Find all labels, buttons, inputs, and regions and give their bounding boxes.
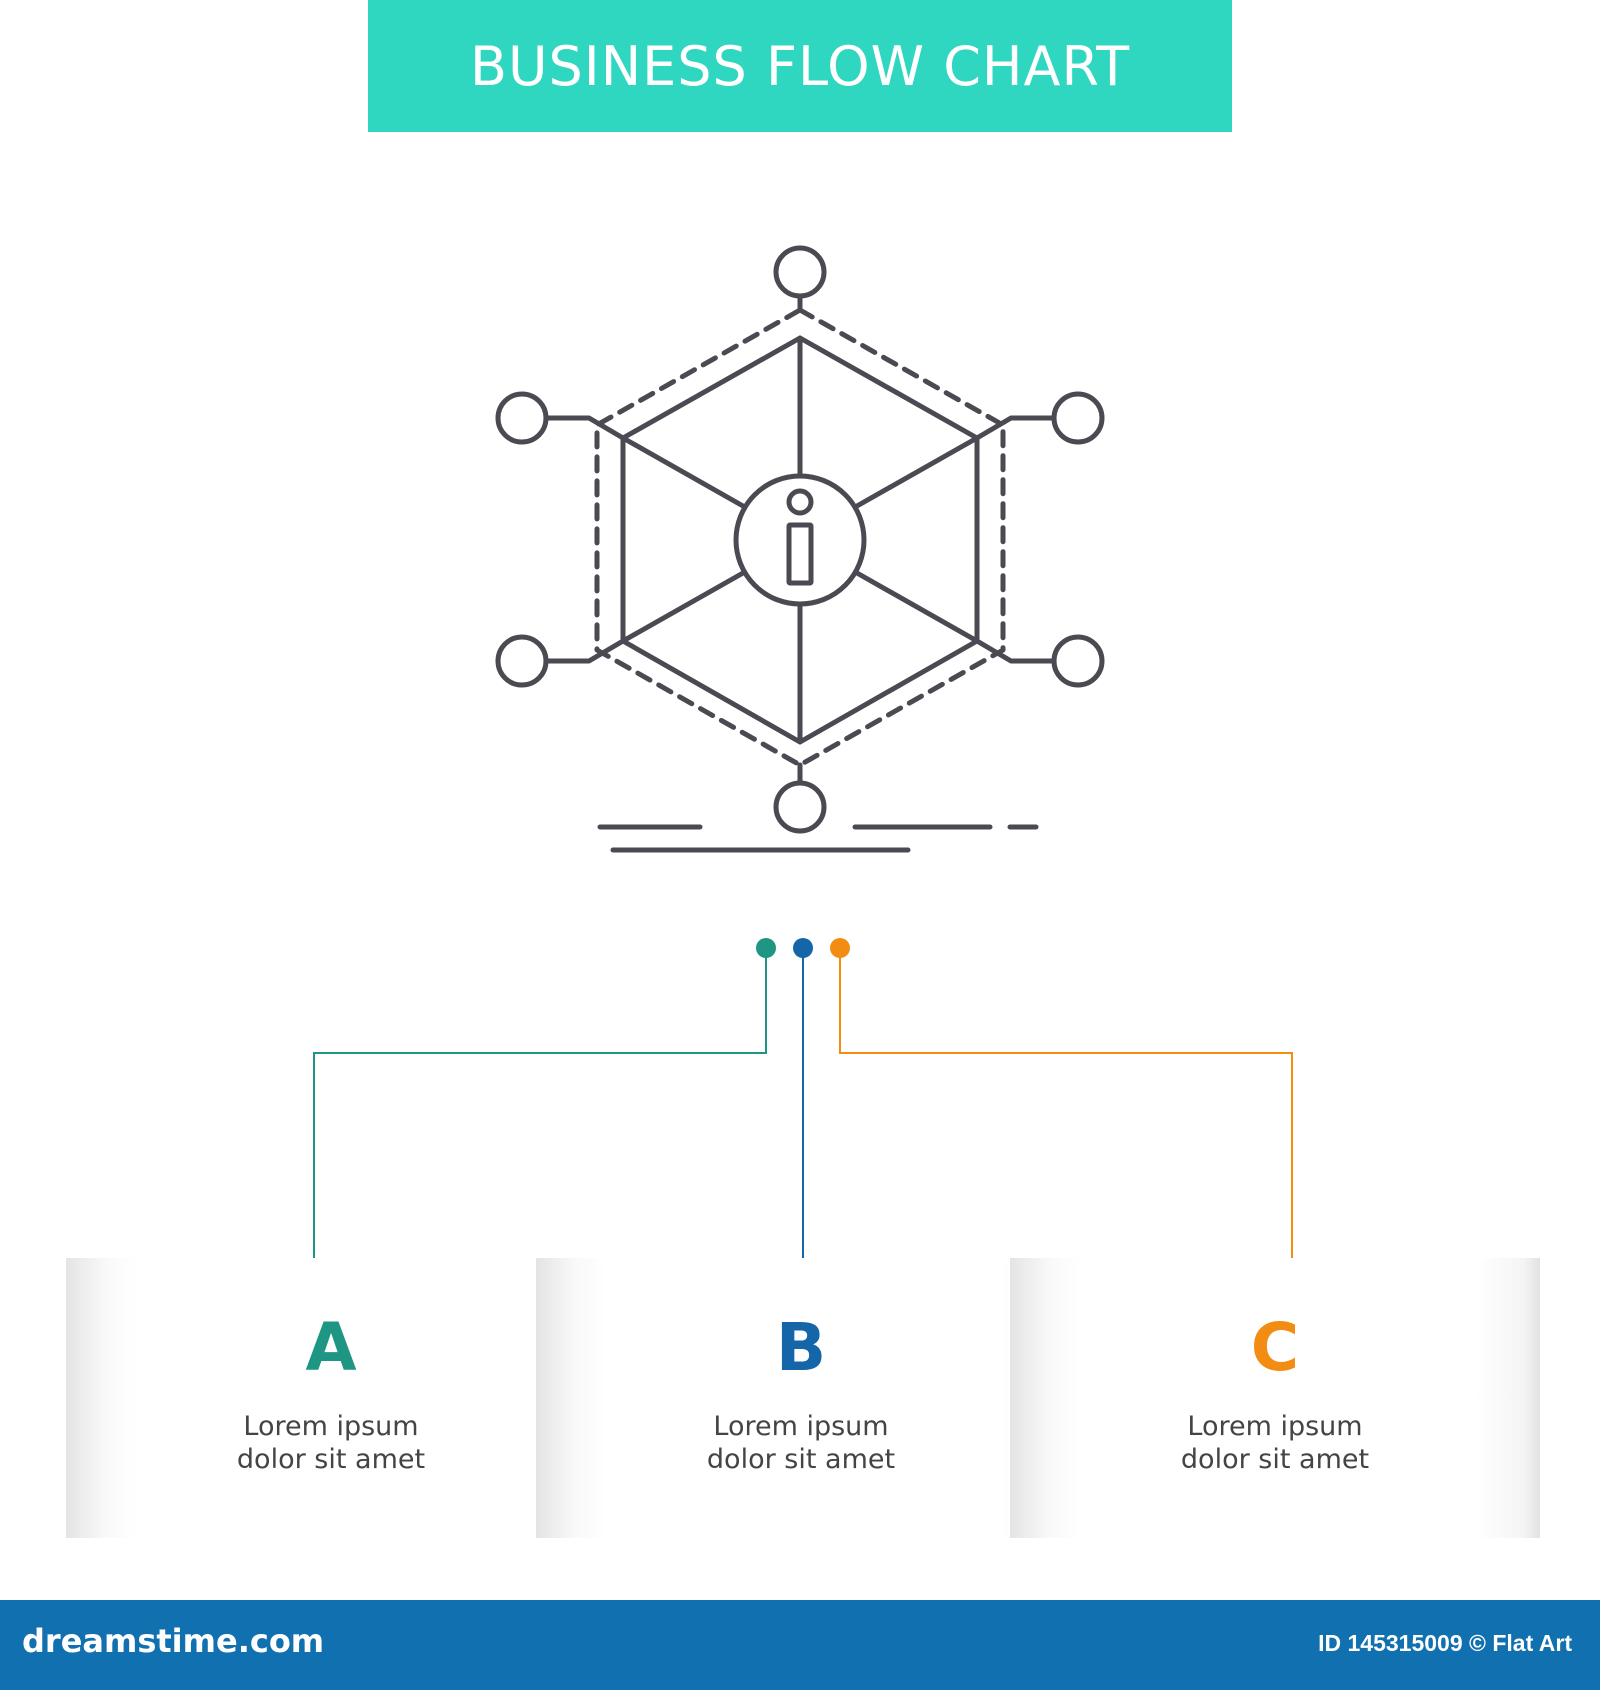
option-a-letter: A bbox=[305, 1309, 357, 1386]
footer-brand: dreamstime.com bbox=[22, 1622, 325, 1660]
node-left-upper bbox=[495, 391, 549, 445]
chart-title: BUSINESS FLOW CHART bbox=[469, 34, 1131, 98]
option-b-letter: B bbox=[775, 1309, 827, 1386]
node-bottom bbox=[773, 780, 827, 834]
option-c-line2: dolor sit amet bbox=[1180, 1444, 1370, 1475]
option-a-line2: dolor sit amet bbox=[236, 1444, 426, 1475]
option-c-line1: Lorem ipsum bbox=[1187, 1411, 1363, 1442]
connector-c bbox=[839, 948, 1293, 1275]
option-c-box: C Lorem ipsum dolor sit amet bbox=[1010, 1258, 1540, 1538]
option-b-box: B Lorem ipsum dolor sit amet bbox=[536, 1258, 1066, 1538]
connector-a bbox=[313, 948, 767, 1275]
option-a-box: A Lorem ipsum dolor sit amet bbox=[66, 1258, 596, 1538]
option-a-text: Lorem ipsum dolor sit amet bbox=[66, 1410, 596, 1476]
option-c-text: Lorem ipsum dolor sit amet bbox=[1010, 1410, 1540, 1476]
title-banner: BUSINESS FLOW CHART bbox=[368, 0, 1232, 132]
info-dot bbox=[786, 488, 814, 516]
info-stem bbox=[786, 522, 814, 586]
dot-a bbox=[756, 938, 776, 958]
node-top bbox=[773, 245, 827, 299]
connector-lines bbox=[313, 948, 1293, 1275]
option-c-letter: C bbox=[1250, 1309, 1300, 1386]
node-left-lower bbox=[495, 634, 549, 688]
dot-c bbox=[830, 938, 850, 958]
info-network-icon bbox=[495, 245, 1105, 853]
option-b-line2: dolor sit amet bbox=[706, 1444, 896, 1475]
node-right-upper bbox=[1051, 391, 1105, 445]
footer-bar: dreamstime.com ID 145315009 © Flat Art bbox=[0, 1600, 1600, 1690]
option-b-line1: Lorem ipsum bbox=[713, 1411, 889, 1442]
info-circle bbox=[733, 473, 867, 607]
node-right-lower bbox=[1051, 634, 1105, 688]
option-b-text: Lorem ipsum dolor sit amet bbox=[536, 1410, 1066, 1476]
option-a-line1: Lorem ipsum bbox=[243, 1411, 419, 1442]
footer-credit: ID 145315009 © Flat Art bbox=[1318, 1630, 1572, 1656]
dot-b bbox=[793, 938, 813, 958]
